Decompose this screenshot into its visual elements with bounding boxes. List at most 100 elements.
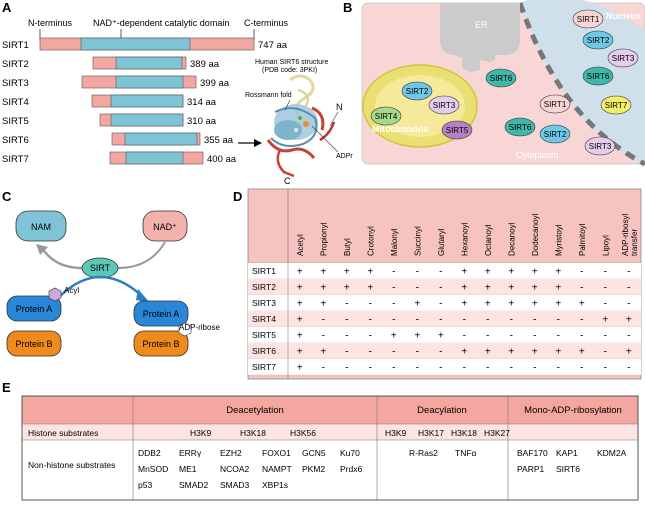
substrate-name: H3K9: [190, 428, 212, 438]
deacetylation-header: Deacetylation: [226, 405, 284, 416]
table-row: [248, 343, 641, 359]
adpr-label: ADPr: [336, 153, 353, 160]
substrate-name: GCN5: [302, 448, 326, 458]
svg-text:SIRT1: SIRT1: [577, 15, 600, 24]
sirtuin-length: 399 aa: [200, 78, 230, 89]
svg-text:SIRT6: SIRT6: [490, 74, 513, 83]
c-label: C: [284, 176, 291, 186]
catalytic-domain-region: [125, 151, 184, 165]
sirt-badge: SIRT3: [428, 95, 460, 115]
table-row: [248, 311, 641, 327]
svg-text:SIRT4: SIRT4: [375, 112, 398, 121]
svg-text:SIRT5: SIRT5: [446, 126, 469, 135]
sirt6-structure-picture: [266, 74, 336, 178]
table-cell: +: [414, 299, 420, 310]
sirtuin-name: SIRT1: [2, 40, 29, 51]
column-header: Palmitoyl: [578, 223, 587, 256]
table-row: [248, 279, 641, 295]
table-cell: -: [557, 315, 560, 326]
row-label: SIRT1: [252, 266, 276, 276]
substrate-name: p53: [138, 480, 152, 490]
table-cell: +: [532, 299, 538, 310]
table-cell: +: [297, 363, 303, 374]
table-cell: -: [439, 299, 442, 310]
table-cell: +: [626, 347, 632, 358]
nad-node: NAD⁺: [142, 210, 188, 242]
substrate-name: SMAD2: [179, 480, 209, 490]
sirt-badge: SIRT7: [600, 95, 632, 115]
row-label: SIRT4: [252, 314, 276, 324]
sirt-badge: SIRT1: [572, 9, 604, 29]
table-cell: -: [416, 315, 419, 326]
sirt-badge: SIRT6: [485, 68, 517, 88]
table-cell: -: [439, 267, 442, 278]
table-cell: +: [626, 315, 632, 326]
catalytic-domain-region: [110, 94, 184, 108]
substrate-name: MnSOD: [138, 464, 168, 474]
non-histone-substrates-label: Non-histone substrates: [28, 460, 115, 470]
column-header: Butyl: [343, 238, 352, 256]
nam-node: NAM: [15, 210, 67, 242]
table-cell: +: [414, 331, 420, 342]
table-cell: -: [510, 363, 513, 374]
table-cell: -: [580, 267, 583, 278]
sirtuin-length: 310 aa: [187, 116, 217, 127]
substrate-name: XBP1s: [262, 480, 288, 490]
substrate-name: ME1: [179, 464, 197, 474]
table-cell: -: [392, 267, 395, 278]
table-cell: +: [508, 347, 514, 358]
table-cell: -: [416, 283, 419, 294]
svg-text:SIRT: SIRT: [90, 263, 111, 273]
substrate-name: H3K18: [451, 428, 477, 438]
n-terminus-label: N-terminus: [28, 18, 73, 28]
table-cell: +: [485, 299, 491, 310]
svg-text:SIRT2: SIRT2: [406, 87, 429, 96]
table-cell: -: [604, 363, 607, 374]
table-cell: +: [485, 283, 491, 294]
panel-label-c: C: [2, 189, 12, 204]
table-cell: +: [485, 267, 491, 278]
table-cell: -: [510, 331, 513, 342]
svg-text:SIRT3: SIRT3: [433, 101, 456, 110]
sirtuin-name: SIRT4: [2, 97, 29, 108]
table-cell: -: [322, 331, 325, 342]
sirtuin-length: 314 aa: [187, 97, 217, 108]
table-cell: +: [579, 347, 585, 358]
table-cell: -: [392, 299, 395, 310]
sirt-to-nam-arrow: [40, 247, 83, 270]
panel-label-e: E: [2, 380, 11, 395]
er-label: ER: [475, 20, 488, 30]
column-header: transfer: [630, 229, 639, 256]
sirtuin-name: SIRT2: [2, 59, 29, 70]
svg-text:SIRT2: SIRT2: [544, 130, 567, 139]
table-cell: -: [416, 363, 419, 374]
table-cell: -: [627, 267, 630, 278]
substrate-name: H3K18: [240, 428, 266, 438]
sirtuin-length: 389 aa: [190, 59, 220, 70]
column-header: Acetyl: [296, 234, 305, 256]
svg-text:Protein B: Protein B: [142, 339, 179, 349]
adp-ribose-hexagon-icon: [178, 322, 192, 337]
substrate-name: Prdx6: [340, 464, 362, 474]
catalytic-domain-region: [124, 132, 198, 146]
table-cell: -: [369, 331, 372, 342]
table-cell: -: [439, 315, 442, 326]
substrate-name: BAF170: [517, 448, 548, 458]
mono-adp-ribosylation-header: Mono-ADP-ribosylation: [524, 405, 622, 416]
svg-text:SIRT3: SIRT3: [612, 54, 635, 63]
table-cell: -: [369, 363, 372, 374]
column-header: Malonyl: [390, 228, 399, 256]
sirtuin-length: 355 aa: [204, 135, 234, 146]
sirt-badge: SIRT2: [539, 124, 571, 144]
nucleus-label: Nucleus: [606, 11, 641, 21]
substrate-name: KDM2A: [597, 448, 627, 458]
catalytic-domain-region: [80, 37, 191, 51]
sirt-node: SIRT: [81, 257, 119, 279]
table-cell: -: [416, 347, 419, 358]
substrate-name: PARP1: [517, 464, 545, 474]
substrate-name: FOXO1: [262, 448, 291, 458]
svg-text:SIRT3: SIRT3: [589, 142, 612, 151]
protein-b-right: Protein B: [133, 330, 189, 357]
protein-a-right: Protein A: [133, 300, 189, 327]
